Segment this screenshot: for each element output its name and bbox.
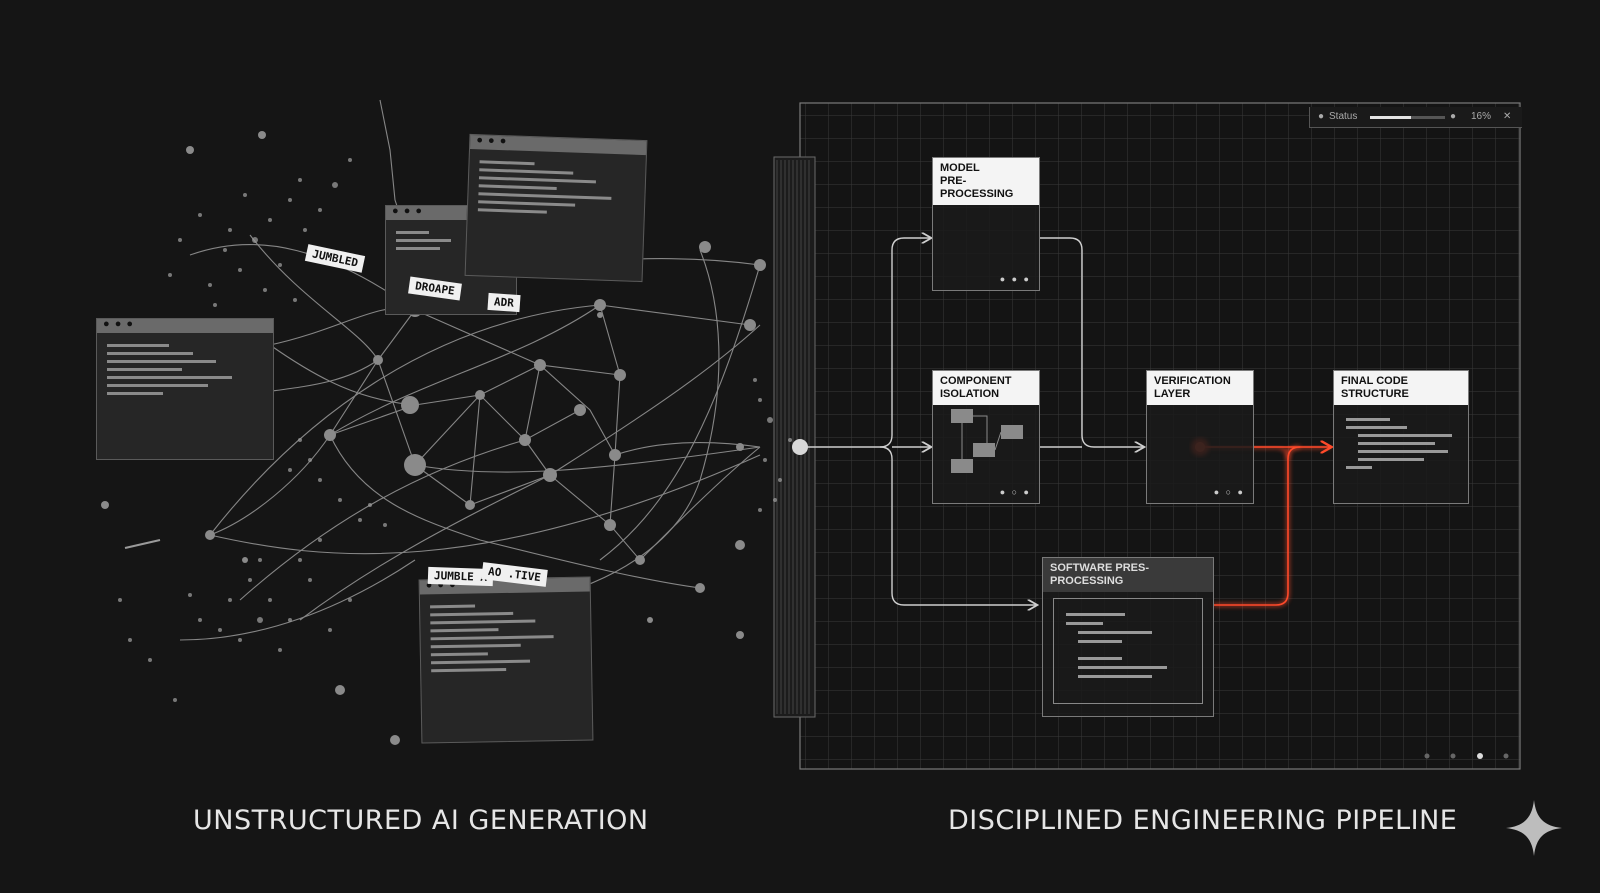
four-point-star-icon <box>1506 800 1562 856</box>
status-bar: ● Status ● 16% ✕ <box>1309 107 1522 128</box>
status-knob-icon[interactable]: ● <box>1450 111 1457 122</box>
status-label: Status <box>1329 111 1358 122</box>
code-lines <box>386 220 516 261</box>
status-percent: 16% <box>1471 111 1492 122</box>
node-title: FINAL CODE STRUCTURE <box>1334 371 1468 405</box>
code-lines <box>420 592 592 684</box>
node-verification-layer[interactable]: VERIFICATION LAYER ● ○ ● <box>1146 370 1254 504</box>
node-final-code-structure[interactable]: FINAL CODE STRUCTURE <box>1333 370 1469 504</box>
pagination-dots-icon: ● ○ ● <box>999 487 1031 497</box>
tag-ador: ADR <box>487 292 521 313</box>
chaotic-network <box>149 99 761 641</box>
code-lines <box>467 149 645 228</box>
software-code-panel <box>1053 598 1203 704</box>
node-title: COMPONENT ISOLATION <box>933 371 1039 405</box>
node-title: MODEL PRE-PROCESSING <box>933 158 1039 205</box>
particle-clouds <box>118 158 792 702</box>
node-title: VERIFICATION LAYER <box>1147 371 1253 405</box>
window-controls-icon: ● ● ● <box>103 318 135 330</box>
node-model-preprocessing[interactable]: MODEL PRE-PROCESSING ● ● ● <box>932 157 1040 291</box>
window-controls-icon: ● ● ● <box>392 205 424 217</box>
merge-node <box>792 439 808 455</box>
component-blocks-icon <box>951 409 1023 473</box>
code-window-top: ● ● ● <box>464 133 648 283</box>
status-progress-track <box>1370 116 1445 119</box>
debris-line <box>124 539 161 549</box>
status-dot-icon: ● <box>1318 111 1325 122</box>
pagination-dots-icon: ● ● ● <box>999 274 1031 284</box>
window-controls-icon: ● ● ● <box>476 134 508 148</box>
code-window-left: ● ● ● <box>96 318 274 460</box>
input-column-hatch <box>776 160 810 714</box>
node-software-preprocessing[interactable]: SOFTWARE PRES-PROCESSING <box>1042 557 1214 717</box>
code-window-bottom: ● ● ● <box>418 576 594 744</box>
pipeline-connectors <box>800 238 1143 605</box>
node-component-isolation[interactable]: COMPONENT ISOLATION ● ○ ● <box>932 370 1040 504</box>
grid-footer-dots <box>1424 753 1509 759</box>
close-icon[interactable]: ✕ <box>1503 111 1512 122</box>
window-titlebar: ● ● ● <box>97 318 273 333</box>
code-lines <box>97 333 273 406</box>
right-caption: DISCIPLINED ENGINEERING PIPELINE <box>948 805 1458 836</box>
node-title: SOFTWARE PRES-PROCESSING <box>1043 558 1213 592</box>
left-caption: UNSTRUCTURED AI GENERATION <box>193 805 649 836</box>
pagination-dots-icon: ● ○ ● <box>1213 487 1245 497</box>
final-code-lines <box>1334 405 1468 482</box>
status-progress-fill <box>1370 116 1412 119</box>
